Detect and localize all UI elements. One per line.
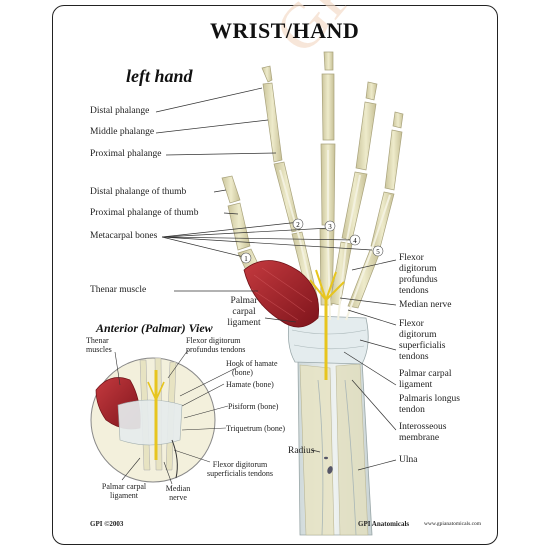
leader-lines bbox=[155, 87, 397, 471]
label-radius: Radius bbox=[288, 446, 315, 456]
inset-label-median-line2: nerve bbox=[169, 493, 187, 502]
inset-view bbox=[90, 349, 241, 485]
metacarpal-number-4: 4 bbox=[353, 237, 357, 245]
label-metacarpal-bones: Metacarpal bones bbox=[90, 231, 158, 241]
forearm bbox=[297, 359, 373, 536]
page-subtitle: left hand bbox=[126, 66, 193, 86]
footer-url: www.gpianatomicals.com bbox=[424, 521, 482, 527]
thenar-muscle bbox=[243, 260, 319, 328]
wrist-ligament bbox=[287, 314, 369, 365]
label-ulna: Ulna bbox=[399, 455, 418, 465]
label-palmar-carpal-line2: carpal bbox=[232, 307, 256, 317]
page-title: WRIST/HAND bbox=[210, 18, 360, 43]
metacarpal-number-2: 2 bbox=[296, 221, 300, 229]
label-distal-phalange-thumb: Distal phalange of thumb bbox=[90, 187, 187, 197]
inset-label-fds-line2: superficialis tendons bbox=[207, 469, 273, 478]
label-fds-line1: Flexor bbox=[399, 319, 424, 329]
inset-label-pcl-line1: Palmar carpal bbox=[101, 482, 147, 491]
label-palmar-carpal-line3: ligament bbox=[227, 318, 261, 328]
inset-label-fdp-line1: Flexor digitorum bbox=[186, 336, 241, 345]
label-fdp-line4: tendons bbox=[399, 286, 429, 296]
label-fdp-line1: Flexor bbox=[399, 253, 424, 263]
label-palmar-carpal-ligament-line2: ligament bbox=[399, 380, 433, 390]
median-nerve bbox=[309, 269, 345, 380]
label-interosseous-line2: membrane bbox=[399, 433, 440, 443]
inset-label-fds-line1: Flexor digitorum bbox=[212, 460, 268, 469]
label-median-nerve: Median nerve bbox=[399, 300, 452, 310]
inset-label-pcl-line2: ligament bbox=[110, 491, 138, 500]
inset-label-fdp-line2: profundus tendons bbox=[186, 345, 246, 354]
inset-label-median-line1: Median bbox=[165, 484, 191, 493]
label-palmar-carpal-ligament-line1: Palmar carpal bbox=[399, 369, 452, 379]
inset-title: Anterior (Palmar) View bbox=[96, 321, 213, 335]
inset-label-thenar-line1: Thenar bbox=[86, 336, 109, 345]
label-palmaris-longus-line2: tendon bbox=[399, 405, 425, 415]
label-palmaris-longus-line1: Palmaris longus bbox=[399, 394, 460, 404]
metacarpal-number-3: 3 bbox=[328, 223, 332, 231]
inset-label-pisiform: Pisiform (bone) bbox=[228, 402, 279, 411]
metacarpal-number-5: 5 bbox=[376, 248, 380, 256]
label-interosseous-line1: Interosseous bbox=[399, 422, 447, 432]
label-palmar-carpal-line1: Palmar bbox=[230, 296, 258, 306]
label-proximal-phalange-thumb: Proximal phalange of thumb bbox=[90, 208, 199, 218]
metacarpal-number-1: 1 bbox=[244, 255, 248, 263]
inset-label-hook-line1: Hook of hamate bbox=[226, 359, 278, 368]
inset-label-triquetrum: Triquetrum (bone) bbox=[226, 424, 286, 433]
inset-label-hook-line2: (bone) bbox=[232, 368, 253, 377]
footer-brand: GPI Anatomicals bbox=[358, 520, 410, 528]
metacarpal-number-markers bbox=[240, 218, 384, 264]
label-distal-phalange: Distal phalange bbox=[90, 106, 150, 116]
label-fds-line2: digitorum bbox=[399, 330, 437, 340]
inset-label-hamate: Hamate (bone) bbox=[226, 380, 274, 389]
footer-copyright: GPI ©2003 bbox=[90, 520, 124, 528]
label-fds-line4: tendons bbox=[399, 352, 429, 362]
label-thenar-muscle: Thenar muscle bbox=[90, 285, 147, 295]
label-fdp-line2: digitorum bbox=[399, 264, 437, 274]
label-fdp-line3: profundus bbox=[399, 275, 438, 285]
label-proximal-phalange: Proximal phalange bbox=[90, 149, 162, 159]
label-fds-line3: superficialis bbox=[399, 341, 446, 351]
inset-label-thenar-line2: muscles bbox=[86, 345, 112, 354]
label-middle-phalange: Middle phalange bbox=[90, 127, 155, 137]
